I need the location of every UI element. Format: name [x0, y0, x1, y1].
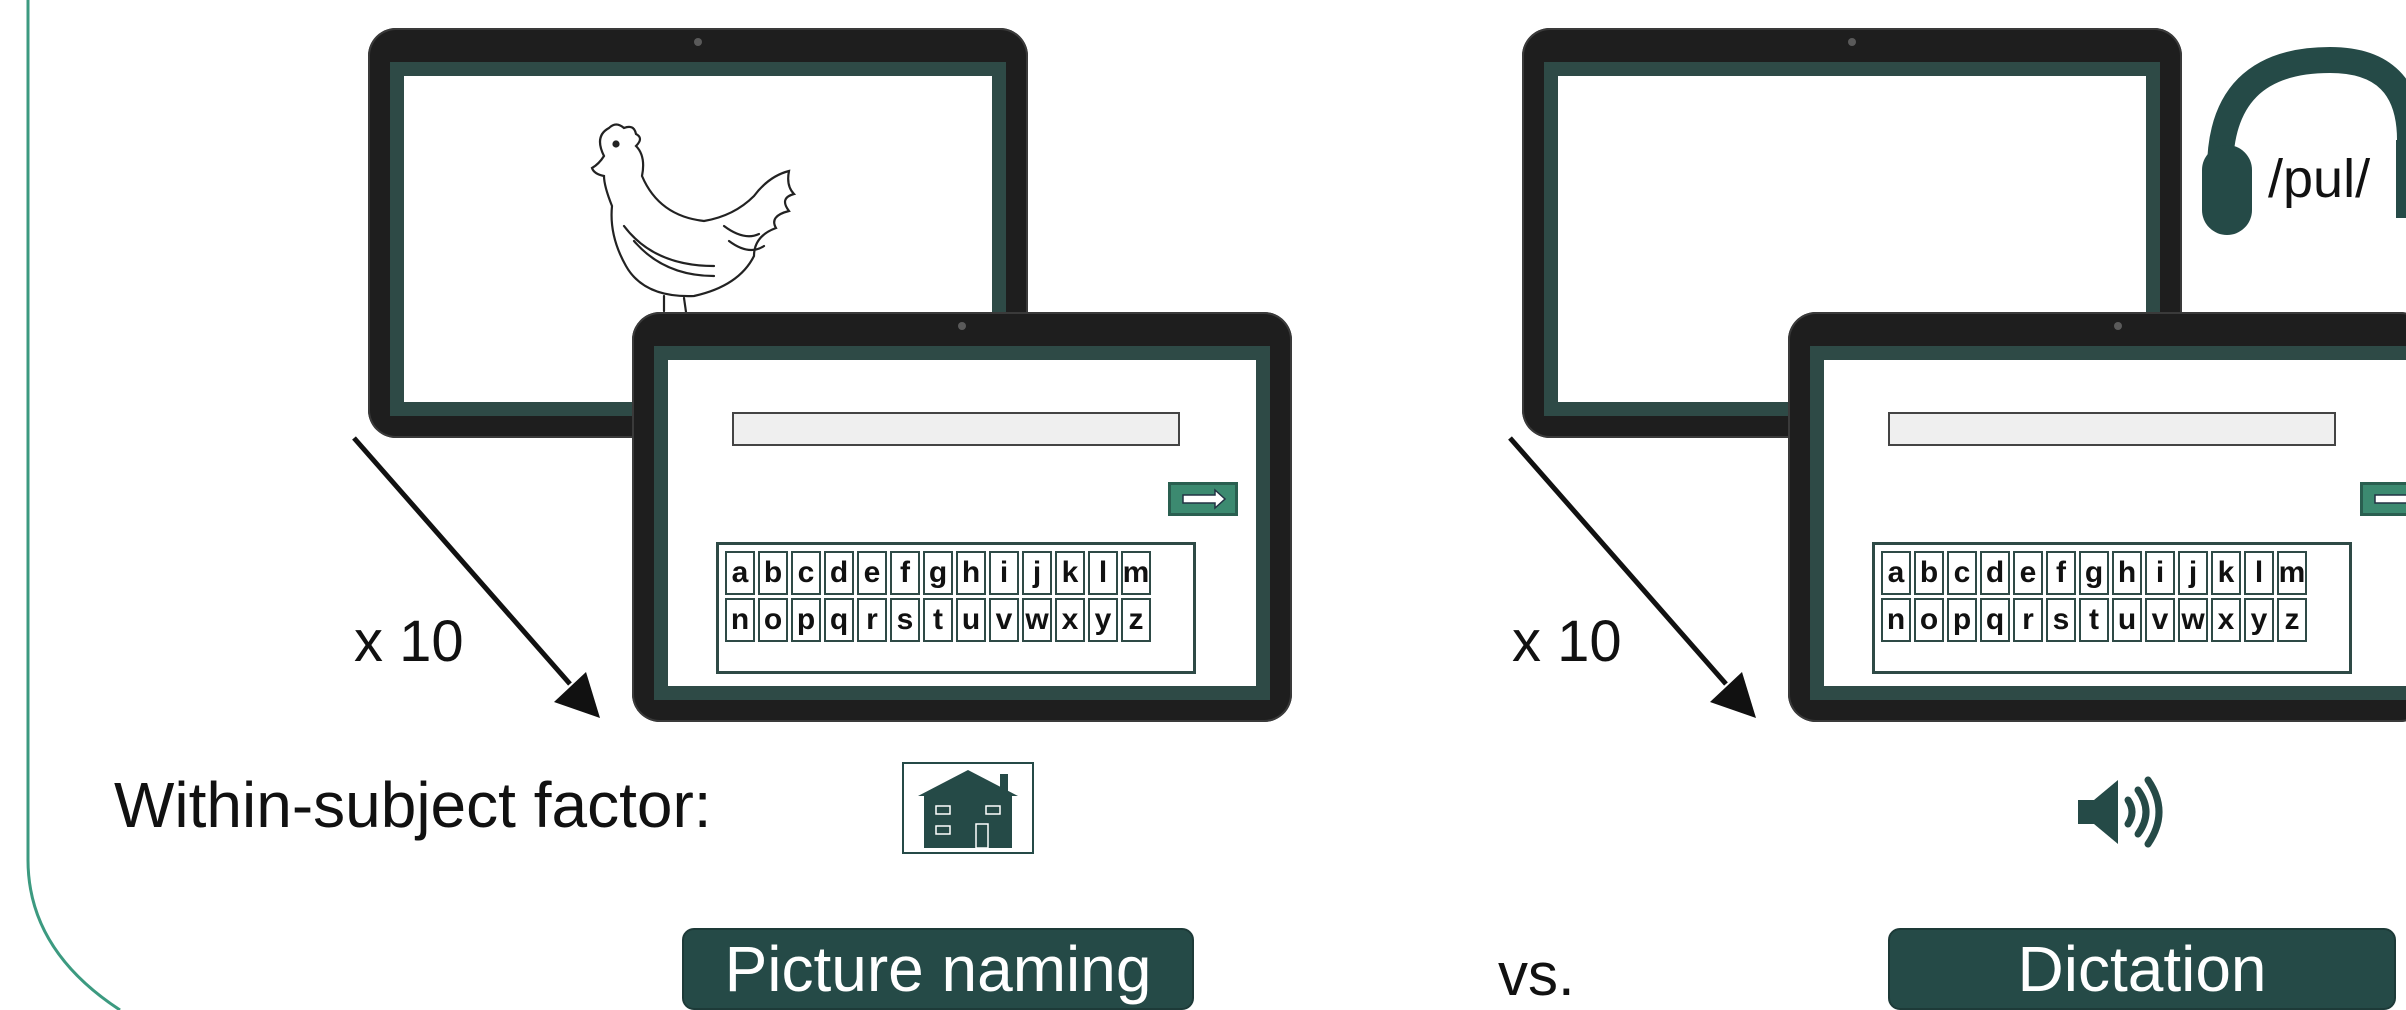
key-z[interactable]: z: [1121, 598, 1151, 642]
key-h[interactable]: h: [956, 551, 986, 595]
key-i[interactable]: i: [989, 551, 1019, 595]
key-r[interactable]: r: [857, 598, 887, 642]
key-h[interactable]: h: [2112, 551, 2142, 595]
arrow-right-icon: [1182, 488, 1227, 510]
key-p[interactable]: p: [1947, 598, 1977, 642]
key-f[interactable]: f: [890, 551, 920, 595]
headphone-right-cup: [2396, 140, 2406, 218]
key-j[interactable]: j: [2178, 551, 2208, 595]
key-z[interactable]: z: [2277, 598, 2307, 642]
key-a[interactable]: a: [1881, 551, 1911, 595]
sequence-arrow: [1508, 436, 1756, 718]
key-q[interactable]: q: [1980, 598, 2010, 642]
key-g[interactable]: g: [2079, 551, 2109, 595]
dictation-button[interactable]: Dictation: [1888, 928, 2396, 1010]
key-x[interactable]: x: [2211, 598, 2241, 642]
key-l[interactable]: l: [1088, 551, 1118, 595]
key-a[interactable]: a: [725, 551, 755, 595]
key-u[interactable]: u: [956, 598, 986, 642]
key-w[interactable]: w: [1022, 598, 1052, 642]
headphones-icon: [2202, 46, 2406, 235]
key-k[interactable]: k: [1055, 551, 1085, 595]
arrow-right-icon: [2374, 494, 2406, 504]
key-s[interactable]: s: [890, 598, 920, 642]
key-i[interactable]: i: [2145, 551, 2175, 595]
speaker-icon: [2078, 776, 2163, 848]
key-p[interactable]: p: [791, 598, 821, 642]
key-v[interactable]: v: [989, 598, 1019, 642]
sequence-arrow: [352, 436, 600, 718]
key-m[interactable]: m: [1121, 551, 1151, 595]
key-s[interactable]: s: [2046, 598, 2076, 642]
factor-label: Within-subject factor:: [114, 769, 712, 841]
key-j[interactable]: j: [1022, 551, 1052, 595]
key-n[interactable]: n: [725, 598, 755, 642]
key-y[interactable]: y: [1088, 598, 1118, 642]
key-b[interactable]: b: [1914, 551, 1944, 595]
key-e[interactable]: e: [857, 551, 887, 595]
key-l[interactable]: l: [2244, 551, 2274, 595]
audio-word: /pul/: [2268, 149, 2371, 209]
key-o[interactable]: o: [1914, 598, 1944, 642]
key-o[interactable]: o: [758, 598, 788, 642]
camera-dot: [958, 322, 966, 330]
answer-input[interactable]: [1888, 412, 2336, 446]
key-n[interactable]: n: [1881, 598, 1911, 642]
key-k[interactable]: k: [2211, 551, 2241, 595]
key-g[interactable]: g: [923, 551, 953, 595]
key-x[interactable]: x: [1055, 598, 1085, 642]
house-icon: [902, 762, 1034, 854]
key-u[interactable]: u: [2112, 598, 2142, 642]
key-r[interactable]: r: [2013, 598, 2043, 642]
hen-drawing: [590, 123, 797, 314]
key-w[interactable]: w: [2178, 598, 2208, 642]
repeat-label: x 10: [1512, 609, 1622, 674]
repeat-label: x 10: [354, 609, 464, 674]
key-c[interactable]: c: [1947, 551, 1977, 595]
key-t[interactable]: t: [923, 598, 953, 642]
answer-input[interactable]: [732, 412, 1180, 446]
key-q[interactable]: q: [824, 598, 854, 642]
versus-label: vs.: [1498, 941, 1575, 1008]
key-d[interactable]: d: [1980, 551, 2010, 595]
picture-naming-button[interactable]: Picture naming: [682, 928, 1194, 1010]
key-d[interactable]: d: [824, 551, 854, 595]
key-y[interactable]: y: [2244, 598, 2274, 642]
key-v[interactable]: v: [2145, 598, 2175, 642]
camera-dot: [2114, 322, 2122, 330]
key-b[interactable]: b: [758, 551, 788, 595]
enter-button[interactable]: [2360, 482, 2406, 516]
key-e[interactable]: e: [2013, 551, 2043, 595]
key-f[interactable]: f: [2046, 551, 2076, 595]
key-m[interactable]: m: [2277, 551, 2307, 595]
key-t[interactable]: t: [2079, 598, 2109, 642]
key-c[interactable]: c: [791, 551, 821, 595]
enter-button[interactable]: [1168, 482, 1238, 516]
camera-dot: [694, 38, 702, 46]
camera-dot: [1848, 38, 1856, 46]
